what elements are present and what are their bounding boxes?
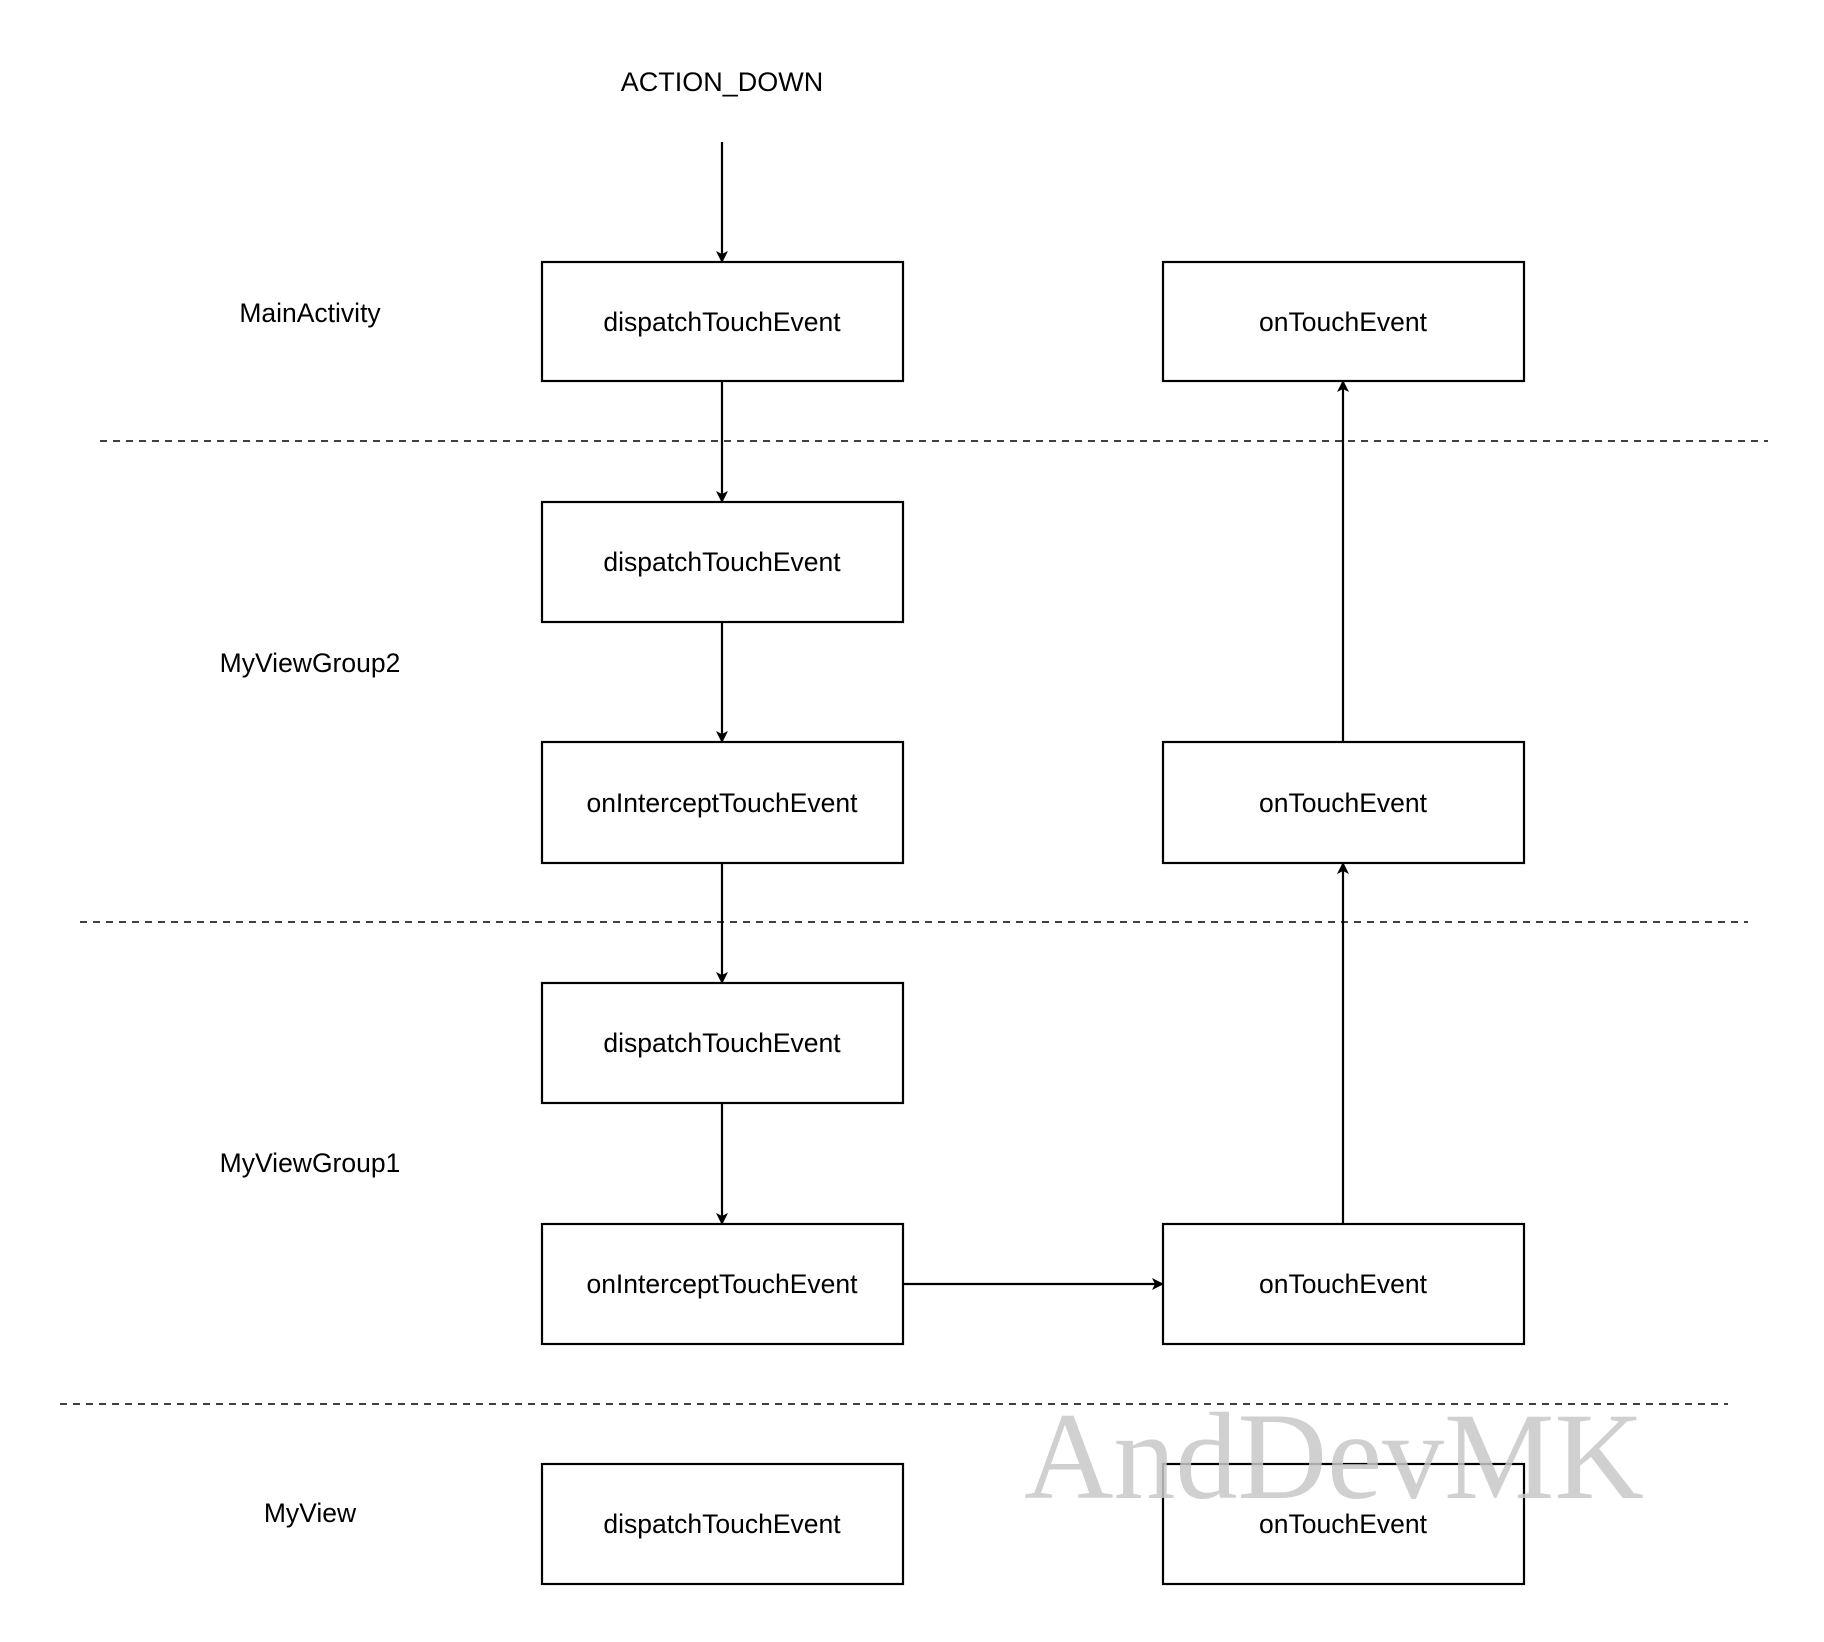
- node-label: dispatchTouchEvent: [603, 1028, 841, 1058]
- node-view-dispatch: dispatchTouchEvent: [540, 1462, 905, 1586]
- node-label: onTouchEvent: [1259, 1509, 1428, 1539]
- node-label: dispatchTouchEvent: [603, 547, 841, 577]
- node-main-activity-dispatch: dispatchTouchEvent: [540, 260, 905, 383]
- node-view-group1-on-touch: onTouchEvent: [1161, 1222, 1526, 1346]
- layer-label-main-activity: MainActivity: [239, 298, 381, 328]
- layer-label-my-view-group2: MyViewGroup2: [220, 648, 401, 678]
- layer-label-my-view: MyView: [264, 1498, 357, 1528]
- node-view-group2-on-touch: onTouchEvent: [1161, 740, 1526, 865]
- node-label: onInterceptTouchEvent: [586, 1269, 858, 1299]
- flow-edges: [716, 142, 1349, 1290]
- node-label: dispatchTouchEvent: [603, 1509, 841, 1539]
- node-view-group2-dispatch: dispatchTouchEvent: [540, 500, 905, 624]
- node-main-activity-on-touch: onTouchEvent: [1161, 260, 1526, 383]
- watermark-logo: AndDevMK: [1024, 1388, 1644, 1525]
- node-view-on-touch: onTouchEvent: [1161, 1462, 1526, 1586]
- node-view-group2-intercept: onInterceptTouchEvent: [540, 740, 905, 865]
- layer-label-my-view-group1: MyViewGroup1: [220, 1148, 401, 1178]
- node-view-group1-dispatch: dispatchTouchEvent: [540, 981, 905, 1105]
- node-label: onTouchEvent: [1259, 788, 1428, 818]
- node-label: dispatchTouchEvent: [603, 307, 841, 337]
- node-view-group1-intercept: onInterceptTouchEvent: [540, 1222, 905, 1346]
- event-label: ACTION_DOWN: [621, 67, 824, 97]
- node-label: onTouchEvent: [1259, 307, 1428, 337]
- node-label: onTouchEvent: [1259, 1269, 1428, 1299]
- node-label: onInterceptTouchEvent: [586, 788, 858, 818]
